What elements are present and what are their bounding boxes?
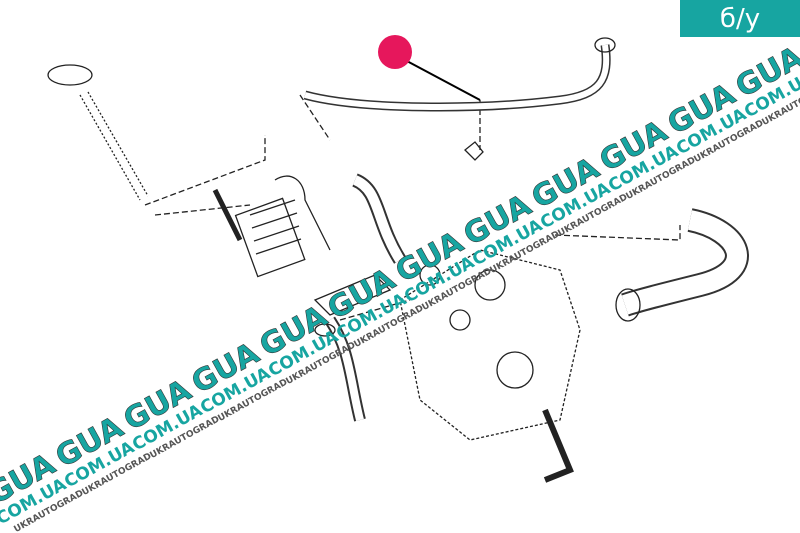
- clip: [464, 141, 484, 161]
- marker-leader: [404, 59, 481, 101]
- condition-badge: б/у: [680, 0, 800, 37]
- guide-tube: [542, 408, 574, 483]
- gasket: [313, 274, 392, 316]
- dipstick-tube: [79, 91, 149, 201]
- engine-block: [399, 249, 581, 441]
- callout-marker: [378, 35, 412, 69]
- dipstick-cap: [47, 64, 93, 86]
- bolt: [212, 188, 243, 242]
- leader-line: [144, 94, 481, 206]
- oil-cooler: [234, 197, 306, 278]
